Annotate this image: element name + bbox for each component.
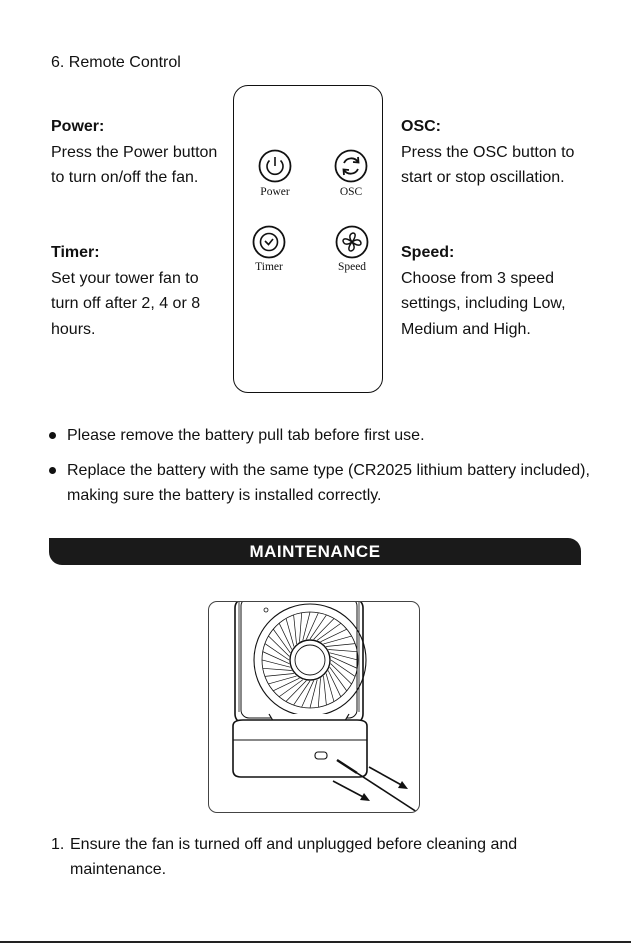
grill-spoke bbox=[285, 680, 307, 702]
grill-spoke bbox=[330, 663, 352, 685]
grill-spoke bbox=[323, 635, 352, 645]
grill-spoke bbox=[302, 611, 311, 641]
speed-title: Speed: bbox=[401, 244, 455, 261]
timer-title: Timer: bbox=[51, 244, 100, 261]
grill-spoke bbox=[323, 676, 327, 706]
timer-clock-icon[interactable] bbox=[252, 225, 286, 259]
grill-spoke bbox=[278, 679, 304, 698]
step-item: 1. Ensure the fan is turned off and unpl… bbox=[51, 832, 591, 884]
bullet-item: Replace the battery with the same type (… bbox=[49, 458, 609, 510]
grill-spoke bbox=[309, 679, 318, 709]
grill-spoke bbox=[272, 628, 291, 654]
grill-spoke bbox=[264, 643, 290, 661]
grill-spoke bbox=[328, 649, 358, 653]
grill-spoke bbox=[273, 677, 300, 692]
remote-timer-label: Timer bbox=[255, 261, 283, 273]
remote-power-label: Power bbox=[260, 186, 290, 198]
speed-description: Choose from 3 speed settings, including … bbox=[401, 269, 566, 338]
power-section: Power: Press the Power button to turn on… bbox=[51, 114, 226, 191]
grill-spoke bbox=[330, 659, 356, 677]
grill-spoke bbox=[306, 612, 319, 640]
grill-spoke bbox=[325, 673, 335, 702]
grill-spoke bbox=[268, 635, 290, 657]
page-bottom-rule bbox=[0, 941, 631, 943]
bullet-item: Please remove the battery pull tab befor… bbox=[49, 423, 609, 449]
grill-spoke bbox=[262, 667, 292, 671]
bullet-dot bbox=[49, 467, 56, 474]
grill-spoke bbox=[293, 614, 297, 644]
grill-spoke bbox=[261, 659, 291, 668]
grill-spoke bbox=[327, 670, 342, 697]
grill-spoke bbox=[268, 675, 297, 685]
grill-spoke bbox=[285, 618, 295, 647]
remote-speed-label: Speed bbox=[337, 261, 367, 273]
osc-title: OSC: bbox=[401, 118, 441, 135]
timer-description: Set your tower fan to turn off after 2, … bbox=[51, 269, 201, 338]
osc-section: OSC: Press the OSC button to start or st… bbox=[401, 114, 581, 191]
grill-spoke bbox=[316, 622, 342, 641]
grill-spoke bbox=[320, 628, 347, 643]
bullet-dot bbox=[49, 432, 56, 439]
grill-spoke bbox=[262, 651, 290, 664]
grill-spoke bbox=[326, 643, 356, 647]
fan-illustration-icon bbox=[232, 602, 418, 812]
grill-spoke bbox=[313, 618, 335, 640]
fan-speed-icon[interactable] bbox=[335, 225, 369, 259]
bullet-text: Please remove the battery pull tab befor… bbox=[67, 427, 425, 444]
remote-control: Power OSC Timer Speed bbox=[233, 85, 383, 393]
power-title: Power: bbox=[51, 118, 105, 135]
remote-osc-label: OSC bbox=[339, 186, 363, 198]
grill-spoke bbox=[299, 612, 303, 642]
grill-spoke bbox=[317, 678, 321, 708]
section-title: 6. Remote Control bbox=[51, 54, 181, 71]
fan-cleaning-illustration bbox=[208, 601, 420, 813]
grill-spoke bbox=[329, 666, 348, 692]
maintenance-banner: MAINTENANCE bbox=[49, 538, 581, 565]
grill-spoke bbox=[330, 656, 358, 669]
power-description: Press the Power button to turn on/off th… bbox=[51, 143, 218, 187]
step-text: Ensure the fan is turned off and unplugg… bbox=[70, 836, 518, 878]
oscillation-icon[interactable] bbox=[334, 149, 368, 183]
grill-spoke bbox=[293, 680, 311, 706]
power-icon[interactable] bbox=[258, 149, 292, 183]
step-number: 1. bbox=[51, 836, 65, 853]
grill-spoke bbox=[329, 652, 359, 661]
speed-section: Speed: Choose from 3 speed settings, inc… bbox=[401, 240, 581, 342]
grill-spoke bbox=[278, 623, 293, 650]
timer-section: Timer: Set your tower fan to turn off af… bbox=[51, 240, 229, 342]
osc-description: Press the OSC button to start or stop os… bbox=[401, 143, 575, 187]
grill-spoke bbox=[309, 614, 327, 640]
bullet-text: Replace the battery with the same type (… bbox=[67, 462, 590, 504]
grill-spoke bbox=[301, 680, 314, 708]
grill-spoke bbox=[264, 673, 294, 677]
